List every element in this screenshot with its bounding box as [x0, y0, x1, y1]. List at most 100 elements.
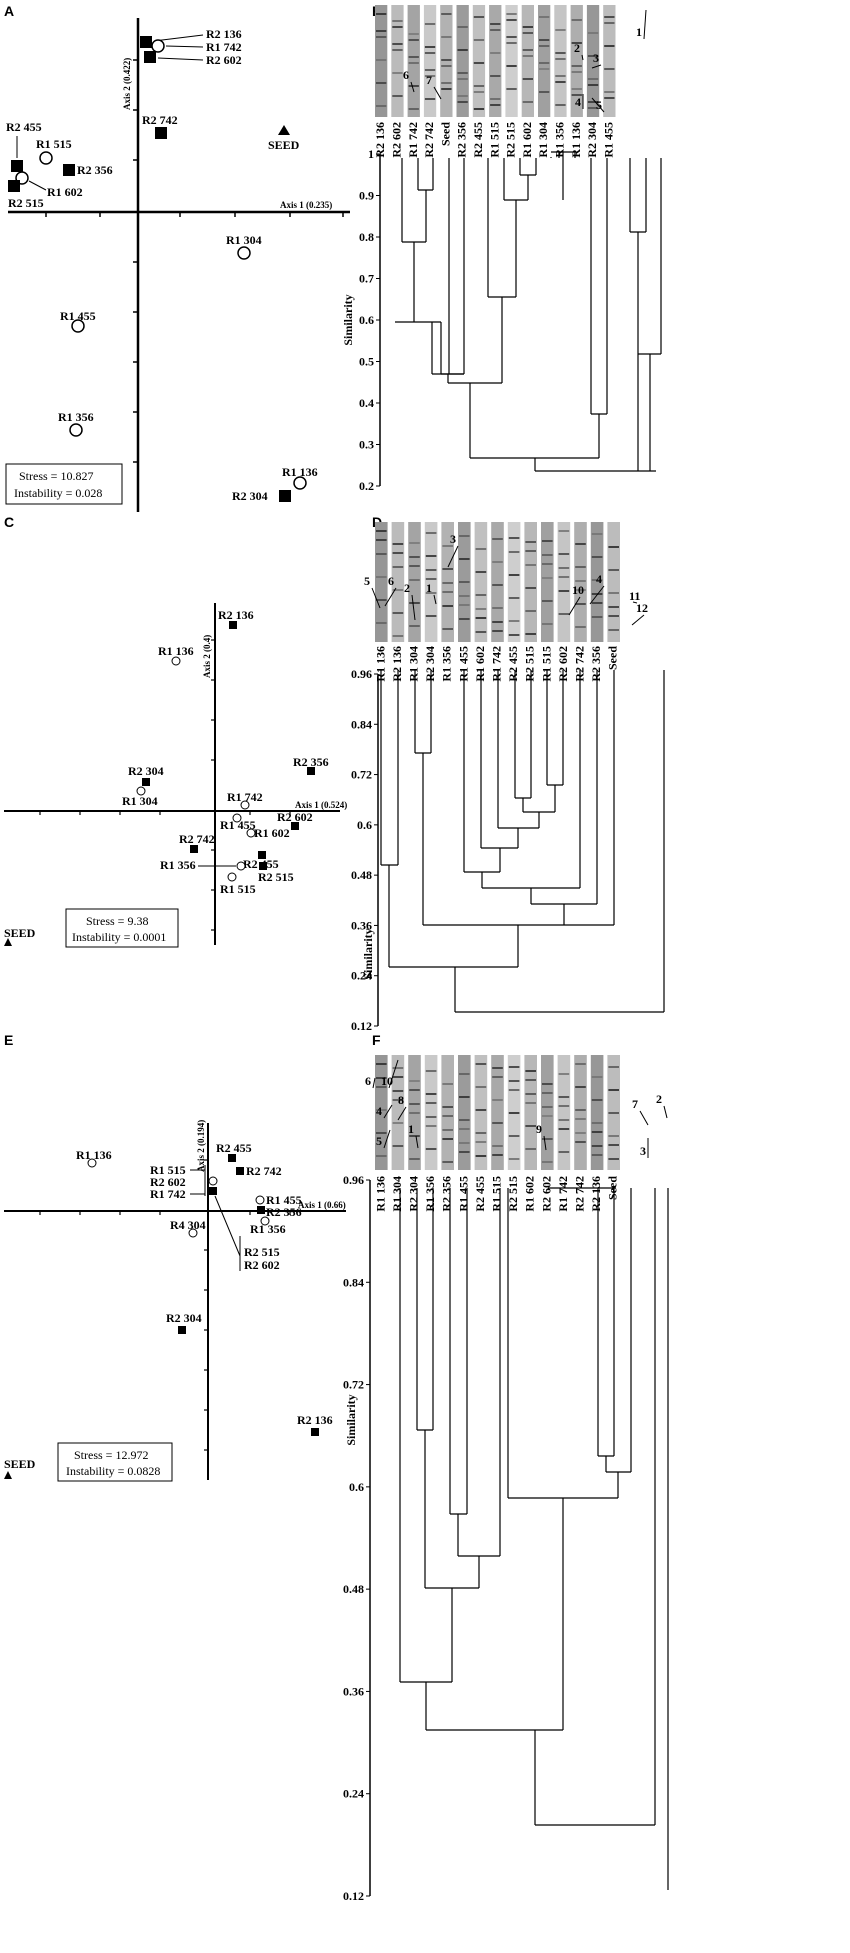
gel-band: [591, 1099, 603, 1101]
lane-label: R2 356: [440, 1176, 454, 1212]
gel-band: [575, 1132, 586, 1134]
gel-lane: [574, 1055, 587, 1170]
gel-lane: [489, 5, 502, 117]
gel-band: [475, 1086, 487, 1088]
band-number: 5: [596, 98, 602, 112]
point-square: [311, 1428, 319, 1436]
gel-band: [392, 1145, 404, 1147]
panel-letter: E: [4, 1032, 13, 1048]
gel-band: [409, 602, 420, 604]
gel-band: [425, 1148, 437, 1150]
point-label: R2 602: [206, 53, 242, 67]
point-label: R1 602: [47, 185, 83, 199]
axis-ticks: [39, 639, 291, 931]
seed-triangle: [4, 938, 12, 946]
gel-band: [409, 1135, 420, 1137]
gel-band: [408, 33, 419, 35]
lane-label: R2 515: [506, 1176, 520, 1212]
gel-band: [575, 1141, 586, 1143]
band-arrow: [643, 9, 647, 40]
gel-band: [508, 1112, 520, 1114]
lane-label: R2 304: [423, 646, 437, 682]
gel-band: [492, 1076, 503, 1078]
gel-band: [591, 593, 603, 595]
gel-band: [492, 621, 503, 623]
stress-value: Stress = 9.38: [86, 914, 148, 928]
band-arrow: [447, 545, 459, 568]
gel-band: [376, 1132, 387, 1134]
gel-band: [376, 1109, 387, 1111]
point-label: R2 602: [277, 810, 313, 824]
gel-band: [475, 617, 487, 619]
gel-band: [424, 52, 436, 54]
y-axis: 0.960.840.720.60.480.360.240.12: [351, 667, 379, 1033]
gel-band: [558, 1128, 570, 1130]
lane-label: R2 455: [473, 1176, 487, 1212]
lane-label: R1 455: [456, 646, 470, 682]
y-tick-label: 0.96: [351, 667, 372, 681]
lane-label: R2 602: [556, 646, 570, 682]
gel-band: [542, 577, 553, 579]
lane-label: R2 304: [585, 122, 599, 158]
gel-band: [525, 587, 536, 589]
gel-band: [604, 45, 615, 47]
gel-band: [525, 564, 536, 566]
lane-label: R1 742: [406, 122, 420, 158]
gel-band: [442, 1083, 453, 1085]
band-arrow: [411, 594, 416, 621]
point-label: R1 356: [160, 858, 196, 872]
point-label: R2 515: [244, 1245, 280, 1259]
point-label: R2 356: [293, 755, 329, 769]
gel-band: [409, 579, 420, 581]
y-axis-label: Similarity: [361, 928, 375, 979]
seed-label: SEED: [4, 1457, 36, 1471]
lane-label: R1 455: [601, 122, 615, 158]
band-number: 7: [632, 1097, 638, 1111]
band-arrow: [372, 1077, 376, 1089]
axis-2-label: Axis 2 (0.4): [202, 635, 212, 678]
gel-lane: [423, 5, 437, 117]
instability-value: Instability = 0.0828: [66, 1464, 160, 1478]
gel-band: [424, 23, 436, 25]
point-label: R1 455: [220, 818, 256, 832]
gel-lane: [375, 522, 388, 642]
gel-band: [459, 558, 470, 560]
gel-band: [376, 599, 387, 601]
axis-2-label: Axis 2 (0.422): [122, 58, 132, 110]
band-number: 8: [398, 1093, 404, 1107]
point-circle: [293, 476, 307, 490]
gel-band: [490, 29, 501, 31]
gel-band: [425, 532, 437, 534]
band-arrow: [631, 614, 645, 626]
gel-band: [392, 1076, 404, 1078]
gel-band: [555, 75, 566, 77]
gel-band: [408, 39, 419, 41]
stress-value: Stress = 12.972: [74, 1448, 148, 1462]
gel-band: [475, 1132, 487, 1134]
lane-label: R1 742: [490, 646, 504, 682]
point-label: R2 455: [216, 1141, 252, 1155]
axis-ticks: [45, 59, 344, 463]
point-circle: [208, 1176, 218, 1186]
gel-band: [558, 1105, 570, 1107]
gel-band: [508, 574, 520, 576]
gel-band: [539, 68, 550, 70]
lane-label: R2 136: [390, 646, 404, 682]
lane-label: Seed: [438, 122, 452, 146]
gel-band: [591, 1145, 603, 1147]
point-label: R1 515: [150, 1163, 186, 1177]
band-number: 11: [629, 589, 640, 603]
gel-band: [459, 618, 470, 620]
gel-lane: [590, 522, 604, 642]
gel-band: [558, 590, 570, 592]
point-circle: [171, 656, 181, 666]
gel-band: [608, 615, 619, 617]
gel-band: [376, 82, 387, 84]
point-label: R1 515: [36, 137, 72, 151]
point-circle: [236, 861, 246, 871]
gel-band: [425, 615, 437, 617]
gel-band: [475, 571, 487, 573]
point-square: [178, 1326, 186, 1334]
point-circle: [69, 423, 83, 437]
gel-band: [575, 1118, 586, 1120]
